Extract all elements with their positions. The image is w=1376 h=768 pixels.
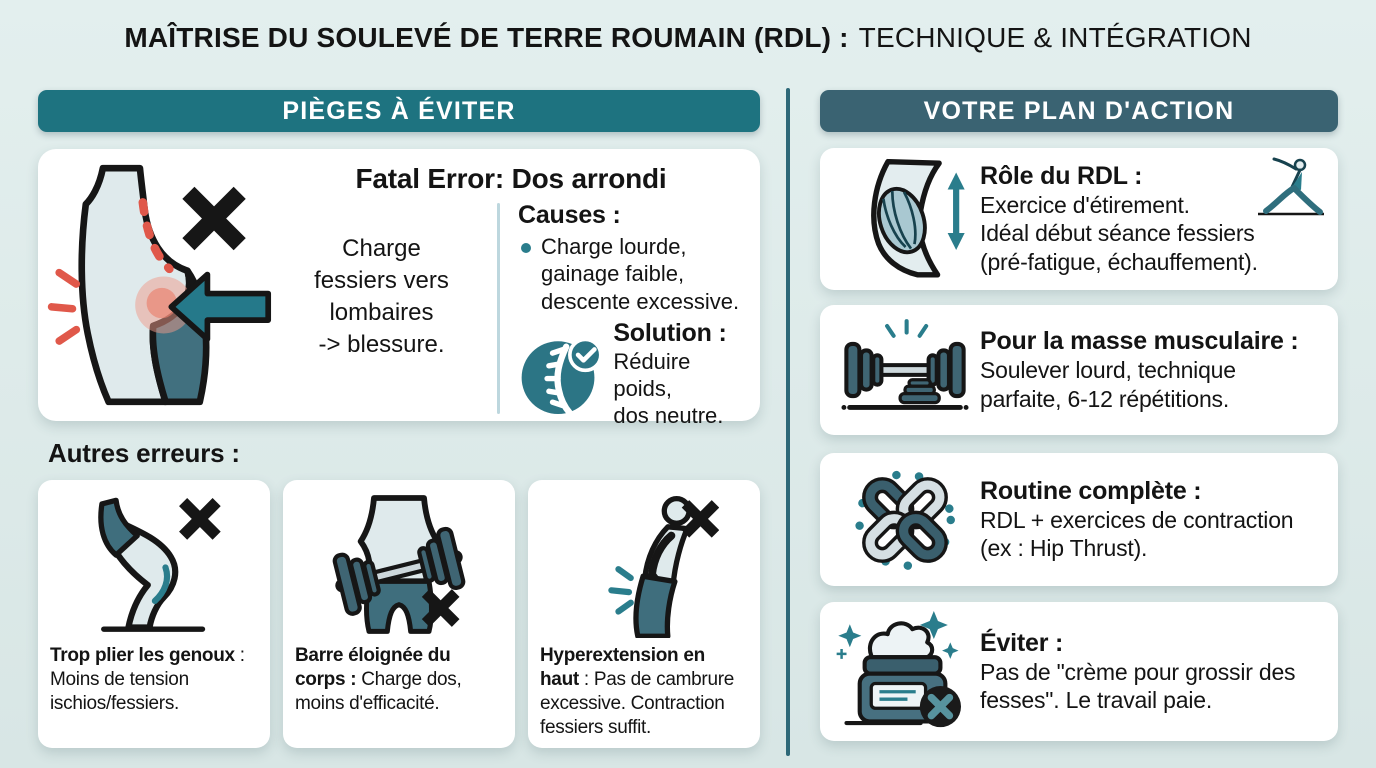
solution-label: Solution : [613, 318, 727, 347]
causes-bullet: Charge lourde, gainage faible, descente … [518, 233, 748, 315]
card-inner-divider [497, 203, 500, 414]
action-card-text: Pour la masse musculaire : Soulever lour… [980, 327, 1299, 412]
solution-text-block: Solution : Réduire poids, dos neutre. [613, 319, 748, 430]
action-plan-column: VOTRE PLAN D'ACTION Rôle du RDL : Ex [820, 90, 1338, 741]
impact-text: Charge fessiers vers lombaires -> blessu… [314, 235, 449, 358]
error-card-icon-wrap [295, 488, 503, 638]
page-title-bold: MAÎTRISE DU SOULEVÉ DE TERRE ROUMAIN (RD… [124, 22, 849, 53]
fatal-error-content: Fatal Error: Dos arrondi Charge fessiers… [274, 153, 748, 428]
pitfalls-header: PIÈGES À ÉVITER [38, 90, 760, 132]
error-card-text: Hyperextension en haut : Pas de cambrure… [540, 645, 735, 738]
action-card-icon-wrap [830, 459, 980, 581]
error-card-hyperextension: Hyperextension en haut : Pas de cambrure… [528, 480, 760, 748]
error-card-bent-knees: Trop plier les genoux : Moins de tension… [38, 480, 270, 748]
hyperextension-icon [608, 495, 719, 638]
rounded-back-figure-icon [47, 164, 272, 406]
action-card-text: Rôle du RDL : Exercice d'étirement. Idéa… [980, 162, 1258, 275]
error-card-text: Barre éloignée du corps : Charge dos, mo… [295, 645, 462, 714]
barbell-away-icon [332, 495, 466, 634]
error-card-icon-wrap [540, 488, 748, 638]
error-cards-row: Trop plier les genoux : Moins de tension… [38, 480, 760, 748]
bent-knees-icon [98, 497, 221, 632]
action-card-text: Routine complète : RDL + exercices de co… [980, 476, 1294, 561]
causes-label: Causes : [518, 201, 621, 229]
action-card-role-rdl: Rôle du RDL : Exercice d'étirement. Idéa… [820, 148, 1338, 290]
column-divider [786, 88, 790, 756]
causes-text: Charge lourde, gainage faible, descente … [541, 234, 740, 314]
action-card-avoid: Éviter : Pas de "crème pour grossir des … [820, 602, 1338, 741]
page-title: MAÎTRISE DU SOULEVÉ DE TERRE ROUMAIN (RD… [0, 22, 1376, 54]
action-card-icon-wrap [830, 157, 980, 281]
bullet-dot-icon [521, 243, 531, 253]
action-plan-header: VOTRE PLAN D'ACTION [820, 90, 1338, 132]
action-card-icon-wrap [830, 313, 980, 427]
fatal-error-illustration [42, 153, 274, 417]
fatal-error-heading: Fatal Error: Dos arrondi [355, 163, 667, 194]
error-card-icon-wrap [50, 488, 258, 638]
action-card-full-routine: Routine complète : RDL + exercices de co… [820, 453, 1338, 586]
action-card-muscle-mass: Pour la masse musculaire : Soulever lour… [820, 305, 1338, 435]
action-card-text: Éviter : Pas de "crème pour grossir des … [980, 628, 1296, 713]
chain-links-icon [855, 469, 955, 570]
cream-jar-icon [836, 610, 961, 727]
other-errors-heading: Autres erreurs : [48, 438, 240, 468]
fatal-error-card: Fatal Error: Dos arrondi Charge fessiers… [38, 149, 760, 428]
action-card-icon-wrap [830, 606, 980, 738]
page-title-light: TECHNIQUE & INTÉGRATION [858, 22, 1252, 53]
solution-text: Réduire poids, dos neutre. [613, 348, 724, 429]
glute-stretch-icon [871, 158, 965, 278]
error-card-bar-away: Barre éloignée du corps : Charge dos, mo… [283, 480, 515, 748]
pitfalls-column: PIÈGES À ÉVITER Fatal Error: Dos arrondi [38, 90, 760, 748]
causes-section: Causes : Charge lourde, gainage faible, … [518, 201, 748, 430]
stretching-person-icon-wrap [1254, 156, 1328, 223]
solution-section: Solution : Réduire poids, dos neutre. [518, 319, 748, 430]
error-card-text: Trop plier les genoux : Moins de tension… [50, 645, 245, 714]
dumbbell-icon [841, 319, 969, 410]
spine-check-icon [521, 337, 603, 417]
stretching-person-icon [1258, 157, 1324, 216]
